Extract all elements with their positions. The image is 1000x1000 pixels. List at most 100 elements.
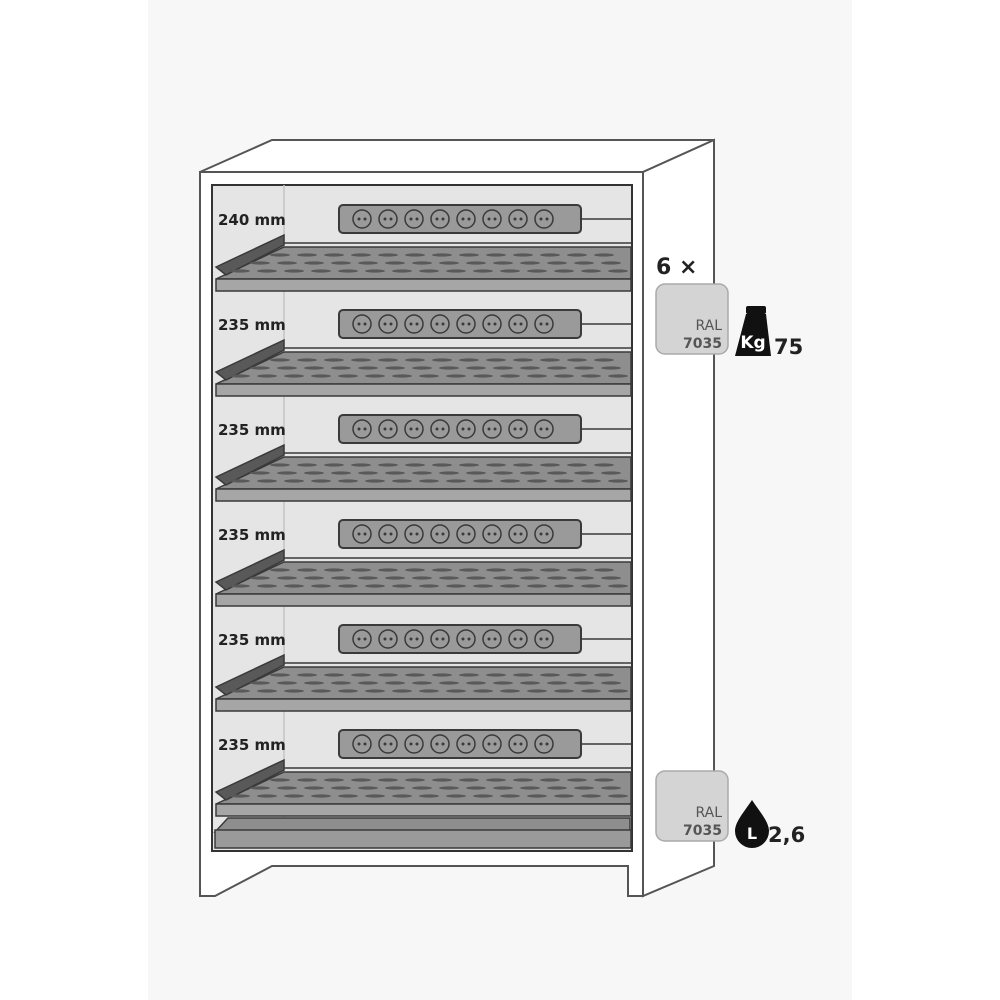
shelf-perforation — [331, 681, 351, 685]
shelf-perforation — [486, 253, 506, 257]
shelf-perforation — [540, 358, 560, 362]
shelf-perforation — [486, 568, 506, 572]
shelf-perforation — [412, 786, 432, 790]
shelf-front-edge — [215, 803, 632, 817]
shelf-perforation — [554, 689, 574, 693]
shelf-perforation — [608, 794, 628, 798]
shelf-perforation — [250, 261, 270, 265]
socket-pin — [409, 217, 413, 221]
shelf-perforation — [601, 366, 621, 370]
shelf-perforation — [230, 374, 250, 378]
swatch-2-line1: RAL — [695, 805, 722, 821]
shelf-perforation — [594, 253, 614, 257]
shelf-perforation — [459, 253, 479, 257]
shelf-perforation — [608, 269, 628, 273]
shelf-perforation — [304, 786, 324, 790]
shelf-perforation — [486, 778, 506, 782]
shelf-perforation — [473, 584, 493, 588]
shelf-perforation — [466, 366, 486, 370]
socket-pin — [519, 427, 523, 431]
shelf-perforation — [520, 681, 540, 685]
socket-pin — [357, 217, 361, 221]
shelf-perforation — [392, 269, 412, 273]
socket-outlet — [378, 524, 398, 544]
shelf-perforation — [601, 471, 621, 475]
socket-pin — [357, 322, 361, 326]
shelf-perforation — [378, 358, 398, 362]
shelf-perforation — [581, 374, 601, 378]
socket-outlet — [534, 419, 554, 439]
shelf-perforation — [419, 479, 439, 483]
socket-pin — [461, 742, 465, 746]
socket-pin — [383, 637, 387, 641]
shelf-perforation — [513, 778, 533, 782]
shelf-perforation — [466, 471, 486, 475]
shelf-perforation — [567, 673, 587, 677]
socket-pin — [363, 427, 367, 431]
socket-pin — [519, 322, 523, 326]
socket-pin — [383, 217, 387, 221]
shelf-perforation — [324, 463, 344, 467]
shelf-perforation — [554, 374, 574, 378]
shelf-perforation — [365, 689, 385, 693]
shelf-perforation — [412, 681, 432, 685]
socket-pin — [363, 322, 367, 326]
shelf-perforation — [439, 261, 459, 265]
shelf-perforation — [351, 358, 371, 362]
shelf-perforation — [311, 479, 331, 483]
shelf-perforation — [277, 681, 297, 685]
socket-pin — [461, 217, 465, 221]
socket-pin — [441, 427, 445, 431]
socket-pin — [467, 427, 471, 431]
shelf-perforation — [601, 786, 621, 790]
shelf-perforation — [304, 261, 324, 265]
shelf-perforation — [601, 261, 621, 265]
socket-pin — [435, 742, 439, 746]
socket-pin — [409, 637, 413, 641]
shelf-perforation — [304, 681, 324, 685]
shelf-perforation — [270, 253, 290, 257]
shelf-perforation — [466, 681, 486, 685]
shelf-perforation — [540, 673, 560, 677]
shelf-perforation — [439, 681, 459, 685]
socket-pin — [441, 532, 445, 536]
shelf-perforation — [419, 584, 439, 588]
socket-pin — [513, 217, 517, 221]
shelf-perforation — [574, 261, 594, 265]
shelf-perforation — [378, 568, 398, 572]
socket-pin — [539, 427, 543, 431]
socket-pin — [539, 322, 543, 326]
shelf-perforation — [608, 479, 628, 483]
socket-pin — [415, 742, 419, 746]
shelf-perforation — [385, 366, 405, 370]
cabinet-top — [199, 139, 715, 173]
shelf-perforation — [277, 471, 297, 475]
shelf-perforation — [257, 689, 277, 693]
shelf-height-label: 235 mm — [218, 316, 286, 334]
shelf-perforation — [513, 358, 533, 362]
shelf-perforation — [230, 269, 250, 273]
socket-outlet — [352, 419, 372, 439]
shelf-perforation — [547, 471, 567, 475]
shelf-perforation — [405, 568, 425, 572]
socket-pin — [545, 217, 549, 221]
shelf-compartment: 235 mm — [214, 309, 632, 397]
shelf-front-edge — [215, 593, 632, 607]
color-swatch-1: RAL 7035 — [655, 283, 729, 355]
shelf-perforation — [574, 786, 594, 790]
weight-value: 75 — [774, 335, 803, 359]
socket-pin — [539, 217, 543, 221]
shelf-perforation — [250, 786, 270, 790]
shelf-perforation — [446, 794, 466, 798]
socket-pin — [435, 532, 439, 536]
socket-pin — [539, 637, 543, 641]
shelf-perforation — [270, 358, 290, 362]
socket-pin — [363, 742, 367, 746]
shelf-side-lip — [214, 233, 285, 276]
shelf-perforation — [608, 374, 628, 378]
shelf-perforation — [392, 479, 412, 483]
shelf-perforation — [358, 681, 378, 685]
swatch-2-line2: 7035 — [683, 823, 722, 839]
shelf-perforation — [473, 269, 493, 273]
socket-pin — [545, 532, 549, 536]
